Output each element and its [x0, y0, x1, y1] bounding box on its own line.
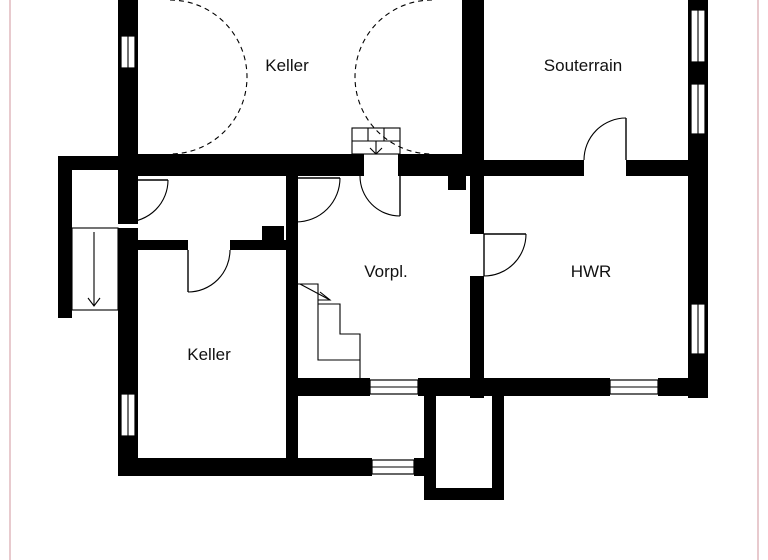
wall-souterrain-bottom-a [462, 160, 584, 176]
wall-vorpl-hwr-upper [470, 176, 484, 234]
wall-vorpl-hwr-lower [470, 276, 484, 398]
wall-corridor-left-upper [118, 178, 138, 224]
wall-keller-north-bottom-a [118, 154, 364, 176]
pillar-vorpl-hole [453, 177, 461, 185]
stair-annex-arrow-head [87, 297, 101, 307]
door-swing-souterrain [583, 117, 627, 161]
door-swing-vorpl-north [359, 175, 401, 217]
stair-annex [71, 227, 119, 311]
wall-west-lower [118, 228, 138, 476]
door-swing-keller-north-right [354, 0, 433, 155]
wall-corridor-bottom-a [138, 240, 188, 250]
room-label-souterrain: Souterrain [544, 56, 622, 75]
door-swing-keller-south [187, 249, 231, 293]
walls [58, 0, 708, 500]
wall-corridor-right [286, 176, 298, 222]
wall-shaft-bottom [424, 488, 504, 500]
door-swing-corridor-west [125, 179, 169, 223]
wall-keller-south-right [286, 222, 298, 458]
stairs [71, 227, 361, 378]
wall-annex-left [58, 156, 72, 318]
wall-annex-top [58, 156, 122, 170]
door-swing-hwr [483, 233, 527, 277]
room-label-keller-south: Keller [187, 345, 231, 364]
wall-vorpl-hwr-bottom [418, 378, 610, 396]
room-label-vorplatz: Vorpl. [364, 262, 407, 281]
windows [120, 9, 706, 475]
wall-corridor-bottom-b [230, 240, 286, 250]
hatch-arrow-head [369, 147, 383, 155]
room-label-keller-north: Keller [265, 56, 309, 75]
wall-keller-south-bottom-b [414, 458, 426, 476]
doors [125, 0, 627, 293]
stair-vorpl-arrow-head [318, 291, 332, 301]
wall-shaft-right [492, 396, 504, 500]
wall-souterrain-bottom-b [626, 160, 708, 176]
room-labels: Keller Souterrain Vorpl. HWR Keller [187, 56, 622, 364]
page-frame [9, 0, 759, 560]
wall-keller-south-bottom-a [118, 458, 372, 476]
wall-keller-souterrain [462, 0, 484, 176]
door-swing-corridor-east [295, 177, 341, 223]
wall-keller-north-left [118, 0, 138, 178]
room-label-hwr: HWR [571, 262, 612, 281]
pillar-hole [268, 232, 278, 242]
stair-vorpl-steps [298, 283, 361, 378]
stair-vorpl-arrow [299, 283, 331, 301]
wall-east-top [688, 0, 708, 12]
wall-hwr-bottom-b [658, 378, 708, 396]
door-swing-keller-north-left [169, 0, 248, 155]
wall-shaft-left [424, 396, 436, 500]
wall-vorpl-bottom-a [298, 378, 370, 396]
